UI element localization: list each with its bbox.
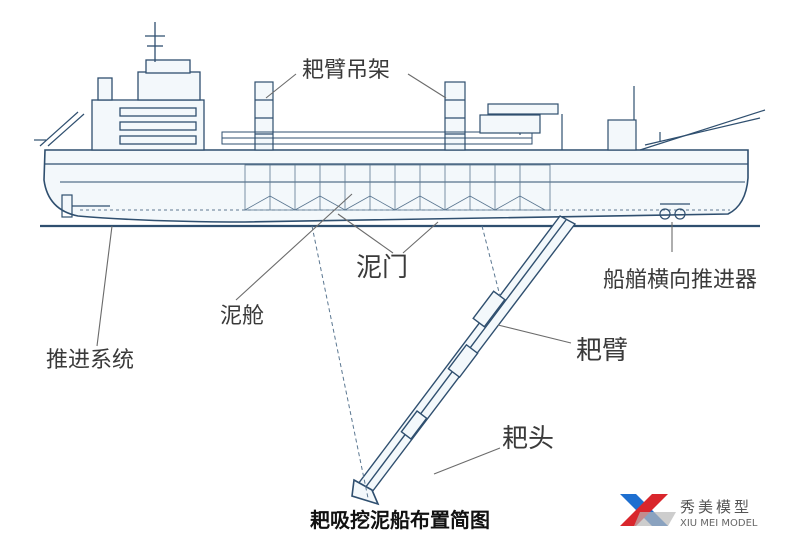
- label-drag-arm-gantry: 耙臂吊架: [302, 58, 391, 83]
- diagram-caption: 耙吸挖泥船布置简图: [310, 508, 490, 532]
- propeller: [61, 194, 110, 218]
- label-mud-door: 泥门: [356, 253, 409, 283]
- label-propulsion-system: 推进系统: [46, 348, 135, 373]
- brand-name-cn: 秀美模型: [680, 498, 753, 516]
- label-hopper: 泥舱: [220, 304, 265, 329]
- label-drag-arm: 耙臂: [576, 336, 629, 366]
- drag-arm: [356, 215, 577, 493]
- label-bow-thruster: 船艏横向推进器: [603, 268, 758, 293]
- deck-pipes: [221, 131, 533, 145]
- hull: [43, 149, 749, 223]
- stern-crane: [34, 111, 85, 147]
- gantry-aft: [254, 81, 274, 151]
- leader-lines: [96, 73, 673, 475]
- hopper-frame: [244, 164, 551, 211]
- reach-line-aft: [311, 225, 369, 499]
- bow-thruster-unit: [659, 203, 690, 220]
- reach-line-fwd: [481, 225, 501, 297]
- forward-crane: [479, 103, 563, 150]
- bow: [607, 86, 766, 151]
- label-drag-head: 耙头: [502, 424, 555, 454]
- brand-logo: [620, 494, 676, 526]
- gantry-forward: [444, 81, 466, 151]
- brand-name-en: XIU MEI MODEL: [680, 518, 758, 529]
- superstructure: [91, 22, 205, 151]
